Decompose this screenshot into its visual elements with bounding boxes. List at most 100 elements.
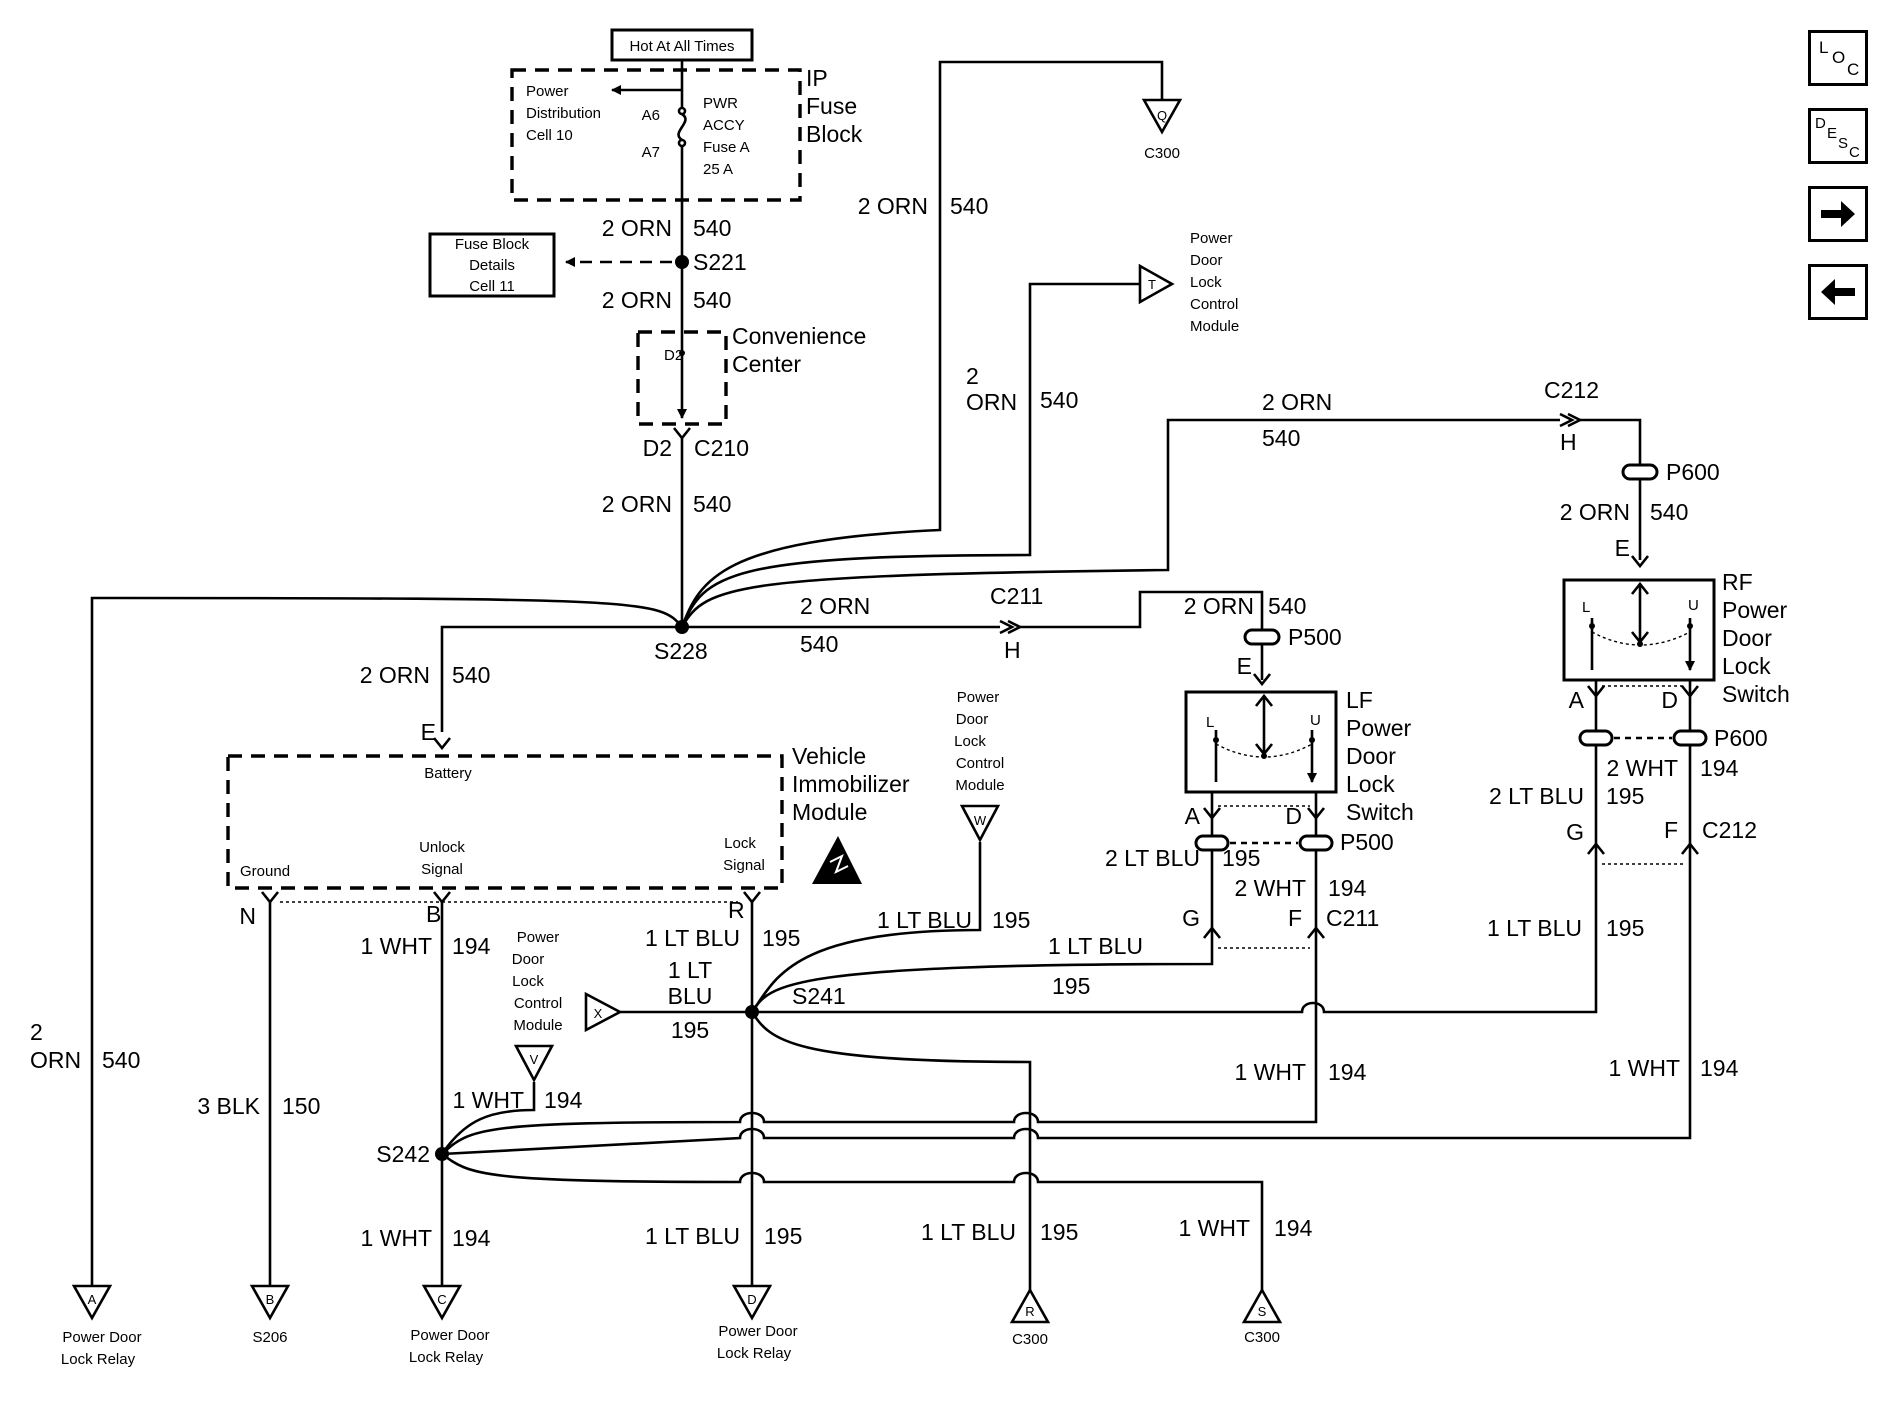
svg-text:V: V xyxy=(530,1052,539,1067)
svg-text:2: 2 xyxy=(966,363,979,389)
connector-p600-top: P600 xyxy=(1621,459,1720,485)
svg-text:Lock: Lock xyxy=(512,973,544,990)
svg-text:BLU: BLU xyxy=(668,983,713,1009)
svg-text:540: 540 xyxy=(800,631,838,657)
svg-text:2 ORN: 2 ORN xyxy=(800,593,870,619)
svg-text:U: U xyxy=(1310,712,1321,729)
svg-text:Hot At All Times: Hot At All Times xyxy=(629,38,734,55)
svg-text:Power: Power xyxy=(1722,597,1788,623)
svg-text:S228: S228 xyxy=(654,638,708,664)
svg-text:Lock Relay: Lock Relay xyxy=(61,1351,136,1368)
svg-text:Door: Door xyxy=(512,951,545,968)
svg-text:Power: Power xyxy=(1190,230,1233,247)
svg-text:194: 194 xyxy=(452,1225,491,1251)
fuse-block-details-ref: Fuse Block Details Cell 11 xyxy=(428,232,556,298)
svg-text:E: E xyxy=(1237,653,1252,679)
svg-text:25 A: 25 A xyxy=(703,161,733,178)
svg-text:S206: S206 xyxy=(252,1329,287,1346)
arrow-left-icon xyxy=(1821,279,1855,305)
svg-text:Cell 11: Cell 11 xyxy=(469,278,515,295)
svg-text:R: R xyxy=(1025,1304,1034,1319)
svg-text:PWR: PWR xyxy=(703,95,738,112)
svg-text:540: 540 xyxy=(452,662,490,688)
vehicle-immobilizer-module-outline xyxy=(226,754,784,890)
svg-text:194: 194 xyxy=(1700,755,1739,781)
pdlcm-label-t: Power Door Lock Control Module xyxy=(1190,230,1239,335)
svg-text:P500: P500 xyxy=(1340,829,1394,855)
svg-text:F: F xyxy=(1288,905,1302,931)
svg-text:S242: S242 xyxy=(376,1141,430,1167)
svg-text:F: F xyxy=(1664,817,1678,843)
svg-text:1 LT BLU: 1 LT BLU xyxy=(1487,915,1582,941)
svg-text:2 ORN: 2 ORN xyxy=(602,215,672,241)
svg-text:2 ORN: 2 ORN xyxy=(1262,389,1332,415)
svg-text:D: D xyxy=(1285,803,1302,829)
connector-w-pdlcm: W xyxy=(959,804,1001,843)
svg-text:195: 195 xyxy=(1606,915,1644,941)
esd-warning-icon xyxy=(812,836,862,884)
svg-text:540: 540 xyxy=(1650,499,1688,525)
svg-text:D2: D2 xyxy=(664,347,683,364)
connector-p600-bottom: P600 xyxy=(1578,725,1768,751)
svg-text:Unlock: Unlock xyxy=(419,839,465,856)
desc-button[interactable]: D E S C xyxy=(1808,108,1868,164)
svg-text:194: 194 xyxy=(1328,1059,1367,1085)
svg-text:Module: Module xyxy=(955,777,1004,794)
svg-text:Power Door: Power Door xyxy=(410,1327,489,1344)
next-button[interactable] xyxy=(1808,186,1868,242)
svg-text:U: U xyxy=(1688,597,1699,614)
svg-text:ORN: ORN xyxy=(30,1047,81,1073)
svg-text:2 WHT: 2 WHT xyxy=(1234,875,1306,901)
svg-text:Signal: Signal xyxy=(421,861,463,878)
svg-text:194: 194 xyxy=(1700,1055,1739,1081)
svg-text:540: 540 xyxy=(950,193,988,219)
svg-text:2 ORN: 2 ORN xyxy=(360,662,430,688)
loc-button[interactable]: L O C xyxy=(1808,30,1868,86)
loc-icon: L O C xyxy=(1819,38,1859,79)
svg-text:Module: Module xyxy=(792,799,867,825)
svg-text:Block: Block xyxy=(806,121,863,147)
svg-text:1 LT BLU: 1 LT BLU xyxy=(877,907,972,933)
svg-text:195: 195 xyxy=(1052,973,1090,999)
svg-text:Signal: Signal xyxy=(723,857,765,874)
svg-text:Power: Power xyxy=(1346,715,1412,741)
svg-text:L: L xyxy=(1582,599,1590,616)
svg-text:2 ORN: 2 ORN xyxy=(602,491,672,517)
svg-text:IP: IP xyxy=(806,65,828,91)
connector-x-pdlcm: X xyxy=(584,991,623,1033)
svg-text:Convenience: Convenience xyxy=(732,323,866,349)
svg-text:P500: P500 xyxy=(1288,624,1342,650)
svg-text:Module: Module xyxy=(1190,318,1239,335)
svg-text:C: C xyxy=(1847,60,1859,79)
svg-text:Ground: Ground xyxy=(240,863,290,880)
svg-text:2 LT BLU: 2 LT BLU xyxy=(1489,783,1584,809)
svg-text:C300: C300 xyxy=(1244,1329,1280,1346)
pdlcm-label-x: Power Door Lock Control Module xyxy=(512,929,563,1034)
svg-text:RF: RF xyxy=(1722,569,1753,595)
svg-text:S: S xyxy=(1258,1304,1267,1319)
svg-text:Power: Power xyxy=(957,689,1000,706)
lf-switch-label: LF Power Door Lock Switch xyxy=(1346,687,1414,825)
svg-text:Switch: Switch xyxy=(1346,799,1414,825)
svg-text:H: H xyxy=(1004,637,1021,663)
svg-text:Lock: Lock xyxy=(1722,653,1771,679)
back-button[interactable] xyxy=(1808,264,1868,320)
svg-text:D: D xyxy=(1661,687,1678,713)
connector-s-c300: S C300 xyxy=(1241,1287,1283,1346)
svg-text:C300: C300 xyxy=(1012,1331,1048,1348)
svg-text:Door: Door xyxy=(1190,252,1223,269)
svg-text:1 LT BLU: 1 LT BLU xyxy=(645,925,740,951)
connector-p500-bottom: P500 xyxy=(1194,829,1394,855)
svg-text:A: A xyxy=(1569,687,1585,713)
svg-text:B: B xyxy=(426,901,441,927)
connector-q-c300: Q C300 xyxy=(1141,98,1183,162)
svg-text:Lock: Lock xyxy=(1346,771,1395,797)
svg-text:2 ORN: 2 ORN xyxy=(1184,593,1254,619)
svg-text:E: E xyxy=(1827,125,1837,142)
svg-text:Immobilizer: Immobilizer xyxy=(792,771,910,797)
svg-text:540: 540 xyxy=(693,215,731,241)
svg-text:X: X xyxy=(594,1006,603,1021)
svg-text:195: 195 xyxy=(671,1017,709,1043)
svg-text:Control: Control xyxy=(956,755,1004,772)
svg-text:540: 540 xyxy=(1040,387,1078,413)
